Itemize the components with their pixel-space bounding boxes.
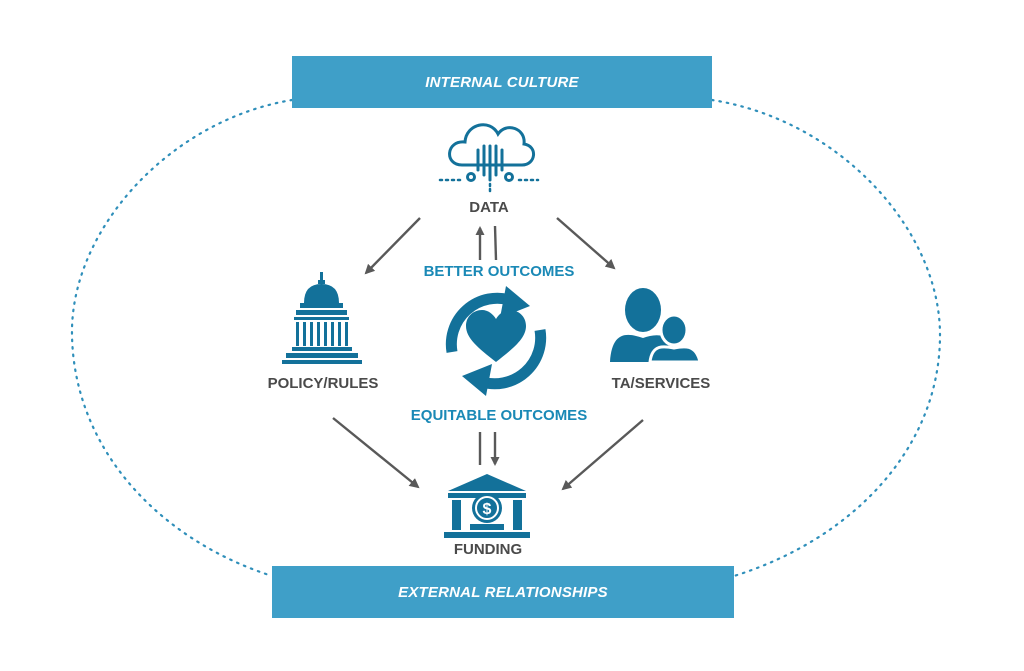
- arrow-data-to-policy: [364, 217, 421, 275]
- line-up-to-data: [493, 225, 498, 261]
- capitol-building-icon: [282, 272, 362, 364]
- arrow-data-to-services: [556, 217, 616, 270]
- policy-rules-label: POLICY/RULES: [267, 375, 379, 392]
- bank-dollar-icon: $: [444, 474, 530, 538]
- people-icon: [610, 288, 702, 364]
- ta-services-label: TA/SERVICES: [611, 375, 711, 392]
- flow-arrows: [332, 217, 644, 491]
- arrow-services-to-funding: [561, 419, 644, 491]
- dotted-boundary: [70, 98, 942, 578]
- funding-label: FUNDING: [453, 541, 523, 558]
- internal-culture-banner: INTERNAL CULTURE: [292, 56, 712, 108]
- arrow-policy-to-funding: [332, 417, 420, 489]
- svg-text:$: $: [483, 501, 492, 518]
- cloud-data-icon: [438, 123, 540, 196]
- heart-cycle-icon: [445, 286, 547, 396]
- better-outcomes-label: BETTER OUTCOMES: [423, 263, 575, 280]
- external-relationships-banner: EXTERNAL RELATIONSHIPS: [272, 566, 734, 618]
- data-label: DATA: [469, 199, 509, 216]
- equitable-outcomes-label: EQUITABLE OUTCOMES: [410, 407, 588, 424]
